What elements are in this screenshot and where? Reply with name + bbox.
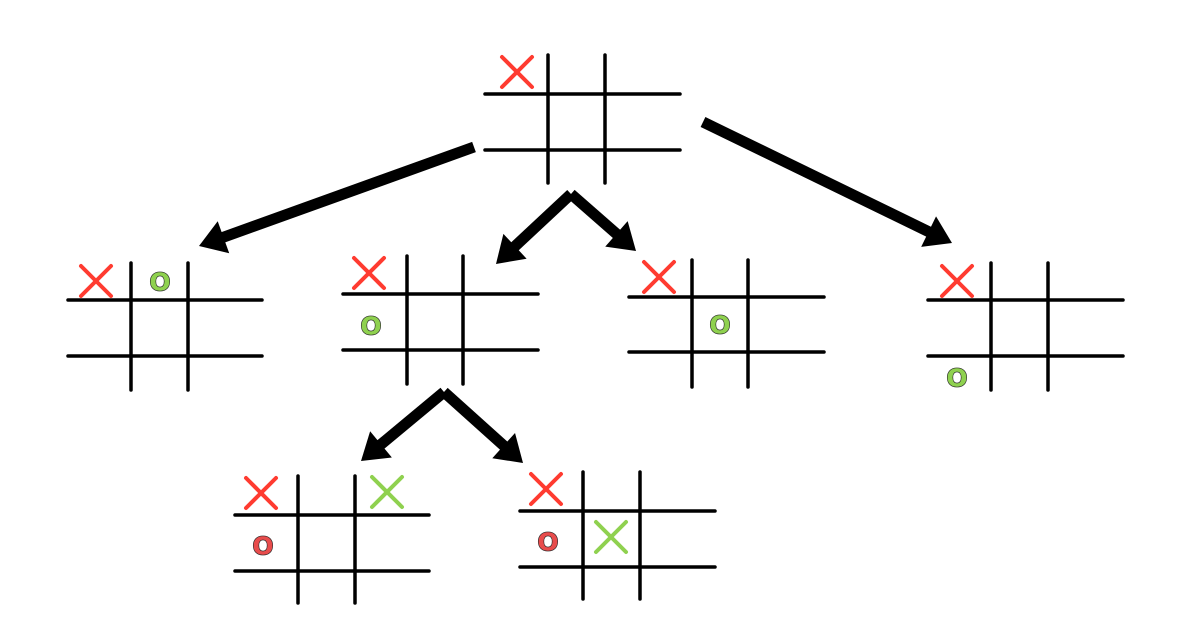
arrow-head xyxy=(199,221,230,254)
tree-arrow-child-2-to-grandchild-2 xyxy=(440,387,523,463)
arrows-layer xyxy=(199,117,952,463)
tree-arrow-root-to-child-2 xyxy=(496,189,575,264)
x-mark xyxy=(370,475,404,509)
x-mark xyxy=(500,55,534,89)
arrow-shaft xyxy=(219,141,476,244)
board-child-1: O xyxy=(66,261,264,392)
arrow-shaft xyxy=(440,387,509,452)
arrow-head xyxy=(361,431,392,461)
board-child-3: O xyxy=(627,258,826,389)
o-mark: O xyxy=(360,312,381,341)
arrow-head xyxy=(496,233,527,264)
o-mark: O xyxy=(252,532,273,561)
x-mark xyxy=(642,260,676,294)
x-mark xyxy=(79,264,113,298)
board-child-4: O xyxy=(926,261,1125,393)
o-mark: O xyxy=(537,528,558,557)
o-mark: O xyxy=(946,364,967,393)
arrow-shaft xyxy=(700,117,933,238)
x-mark xyxy=(352,256,386,290)
tree-arrow-child-2-to-grandchild-1 xyxy=(361,387,448,461)
tree-arrow-root-to-child-4 xyxy=(700,117,952,247)
board-root xyxy=(483,53,682,185)
arrow-shaft xyxy=(509,189,575,252)
board-grandchild-2: O xyxy=(518,470,717,601)
o-mark: O xyxy=(709,311,730,340)
x-mark xyxy=(940,264,974,298)
tree-arrow-root-to-child-1 xyxy=(199,141,476,254)
arrow-shaft xyxy=(567,189,622,240)
o-mark: O xyxy=(149,268,170,297)
x-mark xyxy=(244,476,278,510)
x-mark xyxy=(529,472,563,506)
boards-layer: O O O O O O xyxy=(66,53,1125,605)
board-child-2: O xyxy=(341,254,540,386)
arrow-head xyxy=(921,216,952,247)
arrow-head xyxy=(605,221,636,251)
x-mark xyxy=(594,520,628,554)
tree-arrow-root-to-child-3 xyxy=(567,189,636,251)
board-grandchild-1: O xyxy=(233,474,431,605)
arrow-head xyxy=(492,432,523,463)
arrow-shaft xyxy=(375,387,448,450)
